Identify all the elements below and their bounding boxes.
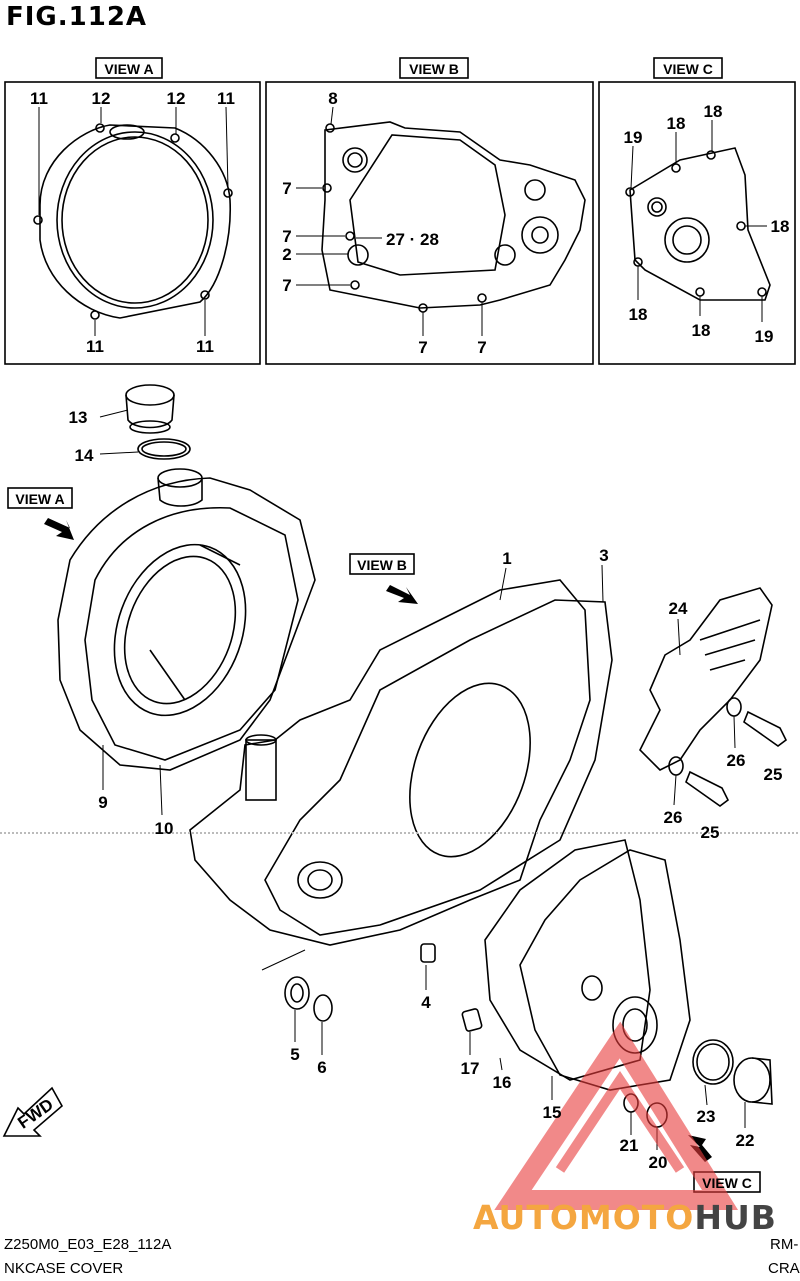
view-a-bolt-hole: [33, 215, 43, 225]
watermark-logo: [494, 1021, 739, 1210]
callout-7: 7: [282, 179, 291, 198]
view-a-label-box: [95, 57, 163, 79]
callout-17: 17: [461, 1059, 480, 1078]
callout-25: 25: [764, 765, 783, 784]
view-b-title: VIEW B: [409, 61, 459, 77]
view-c-arrow: [688, 1135, 712, 1162]
oil-filler-cap: [99, 384, 175, 434]
callout-11: 11: [86, 337, 104, 356]
clutch-cover-gasket: [84, 506, 299, 761]
bolt: [743, 710, 788, 747]
callout-12: 12: [92, 89, 111, 108]
watermark-part1: AUTOMOTO: [473, 1198, 695, 1237]
callout-24: 24: [669, 599, 688, 618]
callout-7: 7: [477, 338, 486, 357]
view-b-callout-box: [349, 553, 415, 575]
view-a-clutch-cover: [39, 124, 232, 319]
magneto-cover: [519, 849, 691, 1091]
view-a-arrow: [44, 518, 74, 540]
callout-1: 1: [502, 549, 511, 568]
view-b-panel: [265, 81, 594, 365]
view-a-callout-box: [7, 487, 73, 509]
dowel-pin: [420, 943, 436, 963]
callout-18: 18: [667, 114, 686, 133]
callout-5: 5: [290, 1045, 299, 1064]
view-a-panel: [4, 81, 261, 365]
view-b-gasket-line: [349, 134, 506, 276]
callout-16: 16: [493, 1073, 512, 1092]
watermark-part2: HUB: [694, 1198, 777, 1237]
view-c-callout: VIEW C: [702, 1175, 752, 1191]
view-a-cover-ring: [56, 131, 214, 309]
callout-27-28: 27 · 28: [386, 230, 439, 249]
view-b-callout: VIEW B: [357, 557, 407, 573]
callout-26: 26: [664, 808, 683, 827]
inspection-plug: [733, 1057, 771, 1103]
callout-26: 26: [727, 751, 746, 770]
bolt: [685, 770, 730, 807]
view-a-title: VIEW A: [104, 61, 153, 77]
view-c-title: VIEW C: [663, 61, 713, 77]
callout-22: 22: [736, 1131, 755, 1150]
footer-code: Z250M0_E03_E28_112A: [4, 1236, 172, 1253]
view-c-panel: [598, 81, 796, 365]
sprocket-guard: [639, 587, 773, 771]
callout-7: 7: [282, 227, 291, 246]
circlip: [313, 994, 333, 1022]
callout-15: 15: [543, 1103, 562, 1122]
callout-11: 11: [217, 89, 235, 108]
callout-18: 18: [692, 321, 711, 340]
callout-10: 10: [155, 819, 174, 838]
crankcase: [189, 579, 591, 946]
callout-11: 11: [196, 337, 214, 356]
view-c-magneto-cover: [629, 147, 771, 301]
callout-2: 2: [282, 245, 291, 264]
callout-20: 20: [649, 1153, 668, 1172]
callout-25: 25: [701, 823, 720, 842]
callout-18: 18: [771, 217, 790, 236]
clutch-cover: [57, 477, 316, 771]
footer-name: NKCASE COVER: [4, 1260, 124, 1277]
callout-9: 9: [98, 793, 107, 812]
callout-3: 3: [599, 546, 608, 565]
watermark-text: AUTOMOTOHUB: [473, 1198, 777, 1237]
coolant-outlet: [245, 739, 277, 801]
crankcase-gasket: [264, 599, 613, 936]
callout-7: 7: [282, 276, 291, 295]
callout-18: 18: [704, 102, 723, 121]
view-b-crankcase-face: [321, 121, 586, 309]
callout-14: 14: [75, 446, 94, 465]
view-a-filler-neck: [109, 124, 145, 140]
view-b-label-box: [399, 57, 469, 79]
callout-13: 13: [69, 408, 88, 427]
fwd-arrow: FWD: [2, 1086, 64, 1137]
callout-11: 11: [30, 89, 48, 108]
callout-18: 18: [629, 305, 648, 324]
footer-model: RM-: [770, 1236, 799, 1253]
callout-19: 19: [755, 327, 774, 346]
view-c-label-box: [653, 57, 723, 79]
callout-21: 21: [620, 1136, 639, 1155]
magneto-cover-gasket: [484, 839, 651, 1081]
callout-8: 8: [328, 89, 337, 108]
callout-19: 19: [624, 128, 643, 147]
callout-4: 4: [421, 993, 431, 1012]
callout-7: 7: [418, 338, 427, 357]
oil-seal: [284, 976, 310, 1010]
callout-6: 6: [317, 1058, 326, 1077]
o-ring: [99, 438, 191, 460]
view-b-arrow: [386, 585, 418, 604]
o-ring: [692, 1039, 734, 1085]
footer-name-right: CRA: [768, 1260, 800, 1277]
callout-23: 23: [697, 1107, 716, 1126]
washer: [726, 697, 742, 717]
view-a-callout: VIEW A: [15, 491, 64, 507]
figure-title: FIG.112A: [6, 2, 148, 32]
dowel-pin: [461, 1008, 483, 1032]
washer: [668, 756, 684, 776]
callout-12: 12: [167, 89, 186, 108]
